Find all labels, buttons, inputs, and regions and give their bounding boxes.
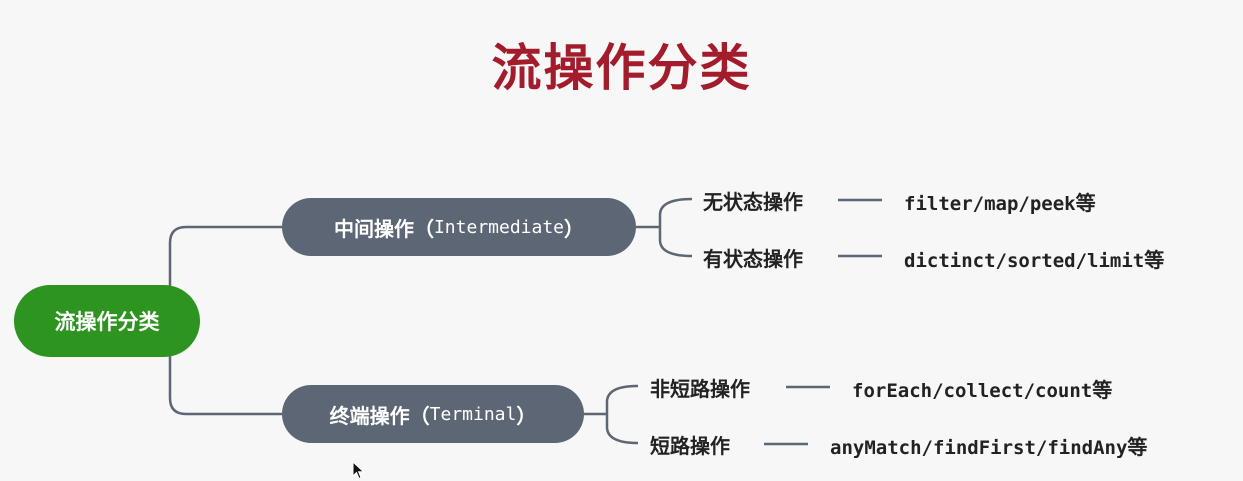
branch-label-cn: 中间操作（ xyxy=(333,216,434,241)
brace-branch-2 xyxy=(605,384,639,445)
root-node-label: 流操作分类 xyxy=(54,310,160,334)
examples-suffix: 等 xyxy=(1075,191,1096,215)
examples-text: dictinct/sorted/limit xyxy=(904,250,1145,272)
leaf-non-short-circuit-examples: forEach/collect/count等 xyxy=(852,374,1112,403)
branch-node-terminal: 终端操作（ Terminal ） xyxy=(282,385,584,443)
examples-text: filter/map/peek xyxy=(904,193,1076,215)
mouse-cursor-icon xyxy=(352,461,365,480)
page-title: 流操作分类 xyxy=(491,39,752,97)
leaf-stateless: 无状态操作 xyxy=(703,190,803,214)
leaf-short-circuit-examples: anyMatch/findFirst/findAny等 xyxy=(830,431,1147,460)
leaf-short-circuit: 短路操作 xyxy=(650,434,730,458)
examples-suffix: 等 xyxy=(1144,248,1165,272)
leaf-stateful-examples: dictinct/sorted/limit等 xyxy=(904,244,1164,273)
branch-label-cn: 终端操作（ xyxy=(329,403,430,428)
branch-label-close: ） xyxy=(516,403,537,428)
brace-branch-1 xyxy=(658,197,693,258)
connector-root-branch-1 xyxy=(168,225,282,323)
examples-suffix: 等 xyxy=(1092,378,1113,402)
examples-text: anyMatch/findFirst/findAny xyxy=(830,437,1128,459)
leaf-stateless-examples: filter/map/peek等 xyxy=(904,187,1096,216)
examples-text: forEach/collect/count xyxy=(852,380,1093,402)
branch-label-en: Intermediate xyxy=(433,216,565,238)
connector-root-branch-2 xyxy=(168,321,282,416)
leaf-stateful: 有状态操作 xyxy=(703,247,803,271)
root-node: 流操作分类 xyxy=(14,285,200,357)
examples-suffix: 等 xyxy=(1127,435,1148,459)
branch-label-close: ） xyxy=(564,216,585,241)
leaf-non-short-circuit: 非短路操作 xyxy=(650,377,750,401)
branch-label-en: Terminal xyxy=(429,403,517,425)
branch-node-intermediate: 中间操作（ Intermediate ） xyxy=(282,198,636,256)
